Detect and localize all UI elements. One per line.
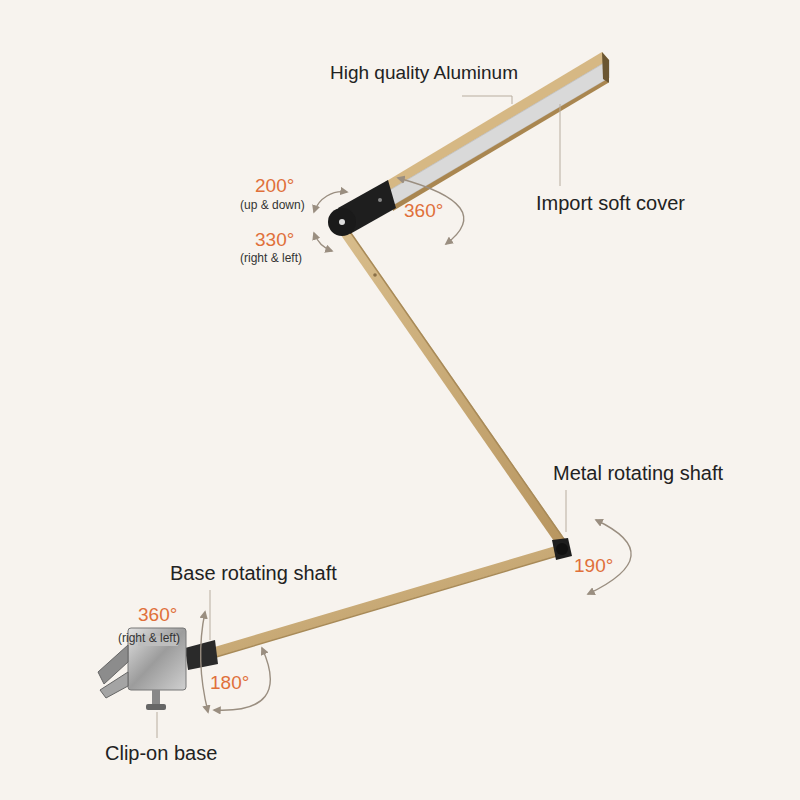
part-label: Import soft cover	[536, 192, 685, 215]
rotation-arrow	[201, 612, 208, 712]
angle-value: 180°	[210, 672, 249, 694]
leader-line	[157, 712, 158, 738]
leader-line	[566, 490, 567, 532]
rotation-arrow	[398, 178, 464, 244]
part-label: High quality Aluminum	[330, 62, 518, 84]
leader-line	[210, 590, 211, 640]
angle-value: 190°	[574, 555, 613, 577]
angle-note: (right & left)	[118, 632, 180, 646]
clamp-screw	[152, 690, 160, 706]
upper-arm	[342, 228, 562, 544]
rotation-arrow	[314, 192, 347, 212]
head-end-cap	[602, 52, 609, 83]
head-edge	[392, 78, 609, 211]
angle-value: 200°	[255, 175, 294, 197]
part-label: Base rotating shaft	[170, 562, 337, 585]
angle-note: (up & down)	[240, 199, 305, 213]
clamp-knob	[146, 704, 166, 710]
part-label: Metal rotating shaft	[553, 462, 723, 485]
upper-arm-edge	[346, 226, 566, 542]
angle-note: (right & left)	[240, 252, 302, 266]
leader-line	[462, 96, 512, 104]
angle-value: 330°	[255, 229, 294, 251]
part-label: Clip-on base	[105, 742, 217, 765]
leader-line	[560, 104, 561, 186]
joint-screw	[339, 219, 345, 225]
clamp-jaw	[100, 672, 128, 698]
elbow-joint	[556, 543, 568, 555]
angle-value: 360°	[138, 604, 177, 626]
rivet	[373, 273, 377, 277]
rotation-arrow	[314, 233, 332, 251]
angle-value: 360°	[404, 200, 443, 222]
top-joint	[328, 208, 356, 236]
joint-screw	[378, 198, 382, 202]
metal-rotating-shaft	[552, 538, 572, 560]
